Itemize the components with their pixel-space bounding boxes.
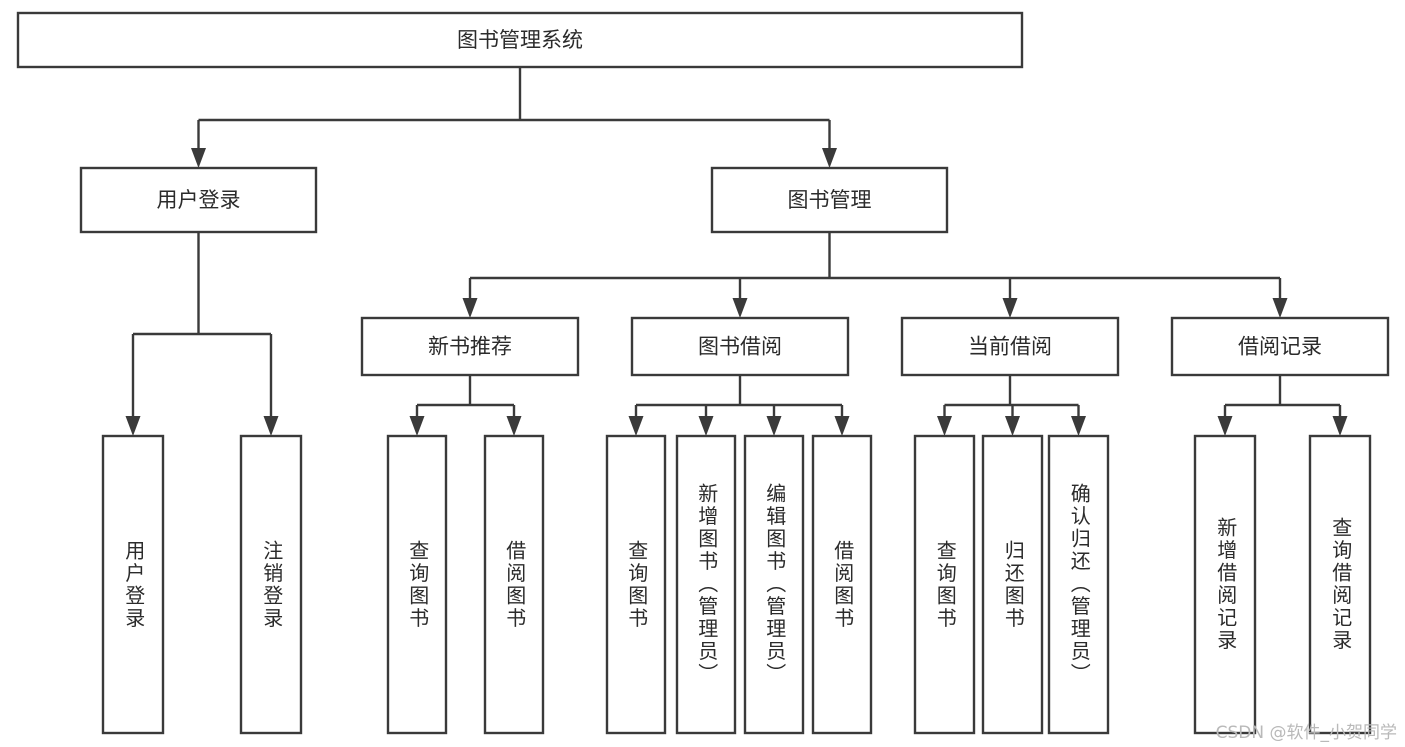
- arrow-to-leaf-bb-add-book: [698, 416, 714, 436]
- arrow-to-leaf-cb-confirm-return: [1071, 416, 1086, 436]
- node-box-leaf-bb-query-book[interactable]: [605, 434, 667, 735]
- arrow-to-current-borrow: [1002, 298, 1018, 318]
- node-box-user-login[interactable]: [79, 166, 318, 234]
- node-box-leaf-br-add-record[interactable]: [1193, 434, 1257, 735]
- arrow-to-new-book-rec: [462, 298, 478, 318]
- node-box-book-borrow[interactable]: [630, 316, 850, 377]
- arrow-to-user-login: [191, 148, 206, 168]
- node-box-leaf-bb-borrow-book[interactable]: [811, 434, 873, 735]
- node-box-book-manage[interactable]: [710, 166, 949, 234]
- boxes-layer: [16, 11, 1390, 735]
- node-label-new-book-rec: 新书推荐: [428, 335, 512, 359]
- node-label-book-borrow: 图书借阅: [698, 335, 782, 359]
- arrow-to-borrow-record: [1272, 298, 1288, 318]
- arrow-to-leaf-bb-query-book: [628, 416, 644, 436]
- node-label-root: 图书管理系统: [457, 28, 583, 52]
- node-box-current-borrow[interactable]: [900, 316, 1120, 377]
- node-box-leaf-bb-add-book[interactable]: [675, 434, 737, 735]
- arrow-to-leaf-rec-borrow-book: [506, 416, 522, 436]
- csdn-watermark: CSDN @软件_小贺同学: [1215, 723, 1397, 743]
- node-label-user-login: 用户登录: [157, 188, 241, 212]
- node-box-leaf-rec-query-book[interactable]: [386, 434, 448, 735]
- arrow-to-leaf-br-add-record: [1217, 416, 1233, 436]
- arrow-to-leaf-bb-edit-book: [766, 416, 782, 436]
- arrow-to-leaf-cb-query-book: [937, 416, 952, 436]
- arrow-to-leaf-bb-borrow-book: [834, 416, 850, 436]
- arrow-to-leaf-user-logout: [263, 416, 279, 436]
- node-box-leaf-br-query-record[interactable]: [1308, 434, 1372, 735]
- node-box-leaf-rec-borrow-book[interactable]: [483, 434, 545, 735]
- node-box-root[interactable]: [16, 11, 1024, 69]
- node-box-leaf-user-login[interactable]: [101, 434, 165, 735]
- node-box-leaf-cb-confirm-return[interactable]: [1047, 434, 1110, 735]
- node-box-leaf-cb-query-book[interactable]: [913, 434, 976, 735]
- arrow-to-book-manage: [822, 148, 837, 168]
- node-box-new-book-rec[interactable]: [360, 316, 580, 377]
- node-box-leaf-cb-return-book[interactable]: [981, 434, 1044, 735]
- arrow-to-leaf-rec-query-book: [409, 416, 425, 436]
- arrow-to-leaf-br-query-record: [1332, 416, 1348, 436]
- arrow-to-leaf-cb-return-book: [1005, 416, 1020, 436]
- arrow-to-book-borrow: [732, 298, 748, 318]
- arrow-to-leaf-user-login: [125, 416, 141, 436]
- node-box-leaf-user-logout[interactable]: [239, 434, 303, 735]
- node-label-book-manage: 图书管理: [788, 188, 872, 212]
- edges-layer: [125, 67, 1348, 436]
- node-box-leaf-bb-edit-book[interactable]: [743, 434, 805, 735]
- node-box-borrow-record[interactable]: [1170, 316, 1390, 377]
- node-label-borrow-record: 借阅记录: [1238, 335, 1322, 359]
- node-label-current-borrow: 当前借阅: [968, 335, 1052, 359]
